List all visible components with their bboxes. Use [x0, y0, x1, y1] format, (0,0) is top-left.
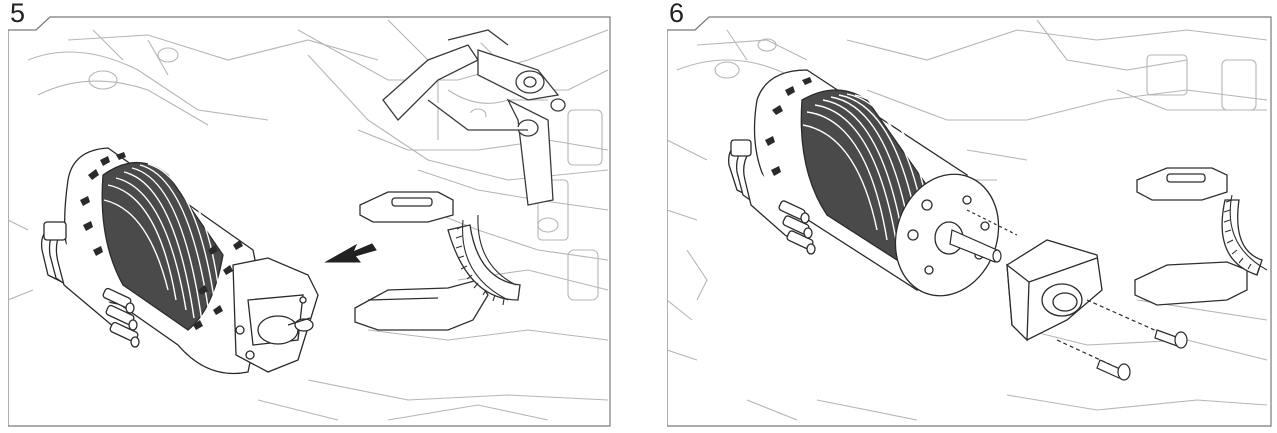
step-number: 6: [669, 0, 685, 28]
panel-frame: [667, 16, 1272, 427]
motor-mount-bracket: [354, 191, 521, 331]
motor-mount-block: [1006, 239, 1103, 342]
motor-can: [753, 69, 1000, 297]
motor-wires: [728, 139, 816, 255]
panel-frame: [8, 16, 611, 427]
mounting-screws: [1056, 299, 1188, 381]
step-6-panel: 6: [667, 0, 1277, 433]
removal-arrow: [324, 243, 377, 263]
suspension-arms: [382, 29, 566, 206]
motor-mount-bracket: [1134, 167, 1263, 306]
spur-gear: [1223, 194, 1268, 275]
spur-gear: [455, 214, 517, 306]
chassis-background: [667, 19, 1268, 421]
step-5-illustration: [8, 16, 611, 427]
step-6-illustration: [667, 16, 1272, 427]
motor-shaft: [949, 209, 1018, 263]
step-5-panel: 5: [8, 0, 618, 433]
step-number: 5: [10, 0, 26, 28]
motor-can: [64, 147, 319, 375]
motor-wires: [40, 221, 140, 348]
